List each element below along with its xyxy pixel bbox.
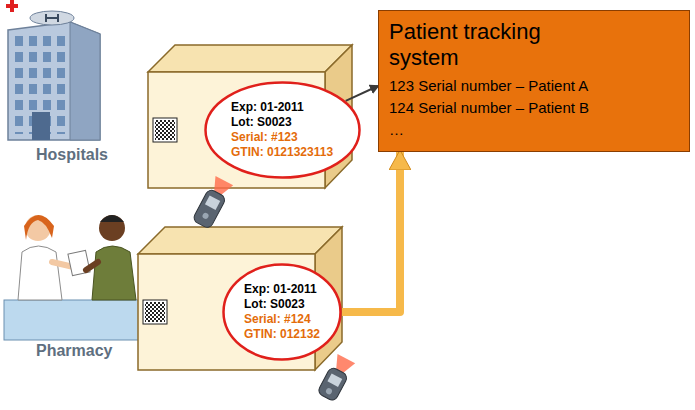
link-arrow xyxy=(346,86,378,101)
tag-field: Exp: 01-2011 xyxy=(244,282,320,297)
tag-field: Lot: S0023 xyxy=(231,115,333,130)
label-callout: Exp: 01-2011Lot: S0023Serial: #123GTIN: … xyxy=(204,81,361,179)
place-label: Hospitals xyxy=(36,146,108,164)
place-label: Pharmacy xyxy=(36,342,113,360)
system-box: Patient tracking system 123 Serial number… xyxy=(378,10,690,152)
package-box xyxy=(138,227,342,370)
barcode-scanner xyxy=(317,354,355,402)
ellipse-outline xyxy=(224,265,341,360)
tag-id-field: GTIN: 012132 xyxy=(244,327,320,342)
system-title: Patient tracking system xyxy=(389,19,599,71)
tag-id-field: GTIN: 0121323113 xyxy=(231,145,333,160)
record-line: 124 Serial number – Patient B xyxy=(389,97,679,119)
tag-field: Lot: S0023 xyxy=(244,297,320,312)
tag-field: Exp: 01-2011 xyxy=(231,100,333,115)
label-callout: Exp: 01-2011Lot: S0023Serial: #124GTIN: … xyxy=(222,263,342,361)
ellipse-outline xyxy=(206,83,360,178)
tag-id-field: Serial: #124 xyxy=(244,312,320,327)
hospital-icon xyxy=(6,0,100,140)
upload-arrow xyxy=(342,152,400,312)
tag-text-block: Exp: 01-2011Lot: S0023Serial: #124GTIN: … xyxy=(244,282,320,342)
pharmacy-illustration xyxy=(4,215,144,340)
tag-id-field: Serial: #123 xyxy=(231,130,333,145)
record-line: … xyxy=(389,119,679,141)
barcode-scanner xyxy=(192,176,233,230)
tag-text-block: Exp: 01-2011Lot: S0023Serial: #123GTIN: … xyxy=(231,100,333,160)
record-line: 123 Serial number – Patient A xyxy=(389,75,679,97)
